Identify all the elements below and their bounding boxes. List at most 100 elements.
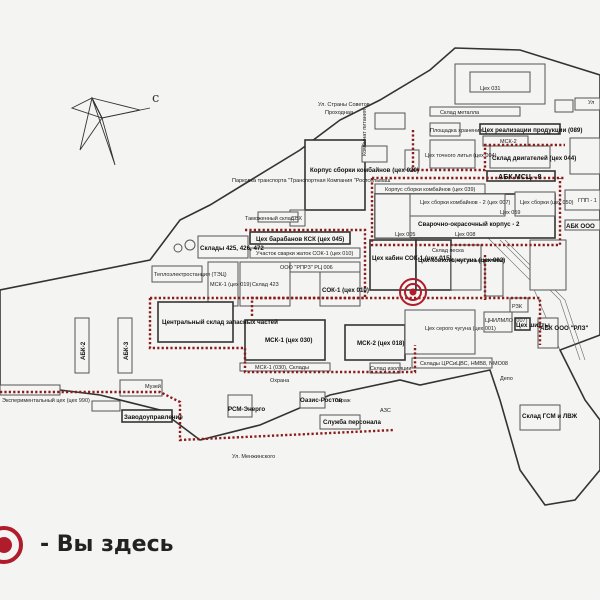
building-abk3 xyxy=(117,317,133,374)
building-tamozh xyxy=(257,211,299,223)
label-ceh005: Цех 005 xyxy=(395,232,415,238)
building-msk1-030 xyxy=(244,319,326,361)
building-uchastok xyxy=(249,247,361,259)
route-north xyxy=(411,130,565,172)
label-rzk: РЗК xyxy=(512,304,523,310)
label-sok1: СОК-1 (цех 010) xyxy=(322,287,369,294)
label-msk2-top: МСК-2 xyxy=(500,139,517,145)
building-abk-ooo xyxy=(564,219,600,231)
label-sklad-iso: Склад изоляции xyxy=(370,366,411,372)
label-gpp: ГПП - 1 xyxy=(578,198,597,204)
label-ceh-kabin: Цех кабин СОК-1 (цех 015) xyxy=(372,255,452,262)
route-far-west xyxy=(0,390,396,442)
label-garazh: Гараж xyxy=(335,398,351,404)
label-uchastok: Участок сварки жаток СОК-1 (цех 010) xyxy=(256,251,353,257)
label-teplo: Теплоэлектростанция (ТЭЦ) xyxy=(154,272,227,278)
label-korpus-sborki: Корпус сборки комбайнов (цех 020) xyxy=(310,167,419,174)
building-rzk xyxy=(509,297,529,313)
label-msk1-019: МСК-1 (цех 019) xyxy=(210,282,251,288)
label-sluzhba: Служба персонала xyxy=(323,419,381,426)
label-abk-rlz: АБК ООО "РЛЗ" xyxy=(540,325,588,332)
label-msk2-018: МСК-2 (цех 018) xyxy=(357,340,404,347)
label-proh: Проходная xyxy=(325,110,353,116)
label-ceh-serogo: Цех серого чугуна (цех 001) xyxy=(425,326,496,332)
label-rpz: ООО "РПРЗ" РЦ 006 xyxy=(280,265,333,271)
building-korpus-sborki xyxy=(304,139,366,211)
label-abk-ooo: АБК ООО xyxy=(566,223,595,230)
building-ceh-serogo xyxy=(404,309,476,355)
label-depo: Депо xyxy=(500,376,513,382)
street-south: Ул. Менжинского xyxy=(232,454,275,460)
legend-marker xyxy=(0,526,23,564)
label-msk1-sklad: МСК-1 (030), Склады xyxy=(255,365,309,371)
label-rsm-energo: РСМ-Энерго xyxy=(228,406,265,413)
label-sklad423: Склад 423 xyxy=(252,282,279,288)
label-azs: АЗС xyxy=(380,408,391,414)
label-ceh-sborki-007: Цех сборки комбайнов - 2 (цех 007) xyxy=(420,199,511,206)
building-rsm-energo xyxy=(227,394,253,418)
route-south xyxy=(148,298,417,374)
label-abk3: АБК-3 xyxy=(123,341,130,360)
building-central-sklad xyxy=(157,301,234,343)
label-sklad-dvig: Склад двигателей (цех 044) xyxy=(492,155,576,162)
building-msk2-018 xyxy=(344,324,406,361)
building-oazis xyxy=(299,391,326,409)
street-north: Ул. Страны Советов xyxy=(318,102,370,108)
street-east: Ул xyxy=(588,100,594,106)
label-ceh-barabanov: Цех барабанов КСК (цех 045) xyxy=(256,236,344,243)
building-sok1 xyxy=(319,271,361,307)
building-abk-msc8 xyxy=(486,170,556,182)
building-zavodoupravlenie xyxy=(121,409,173,423)
label-ceh-sborki-050: Цех сборки (цех 050) xyxy=(520,200,574,206)
label-central-sklad: Центральный склад запасных частей xyxy=(162,319,278,326)
label-ceh059: Цех 059 xyxy=(500,210,520,216)
label-sklady-tsp: Склады ЦРСиЦВС, НМВ8, NMO08 xyxy=(420,361,508,367)
building-abk2 xyxy=(74,317,90,374)
label-realizaciya: Цех реализации продукции (089) xyxy=(482,127,582,134)
label-ohrana: Охрана xyxy=(270,378,290,384)
building-ceh-stalnogo xyxy=(450,244,482,291)
route-west xyxy=(245,228,367,318)
label-sklad-metalla: Склад металла xyxy=(440,110,480,116)
label-sklady: Склады 425, 426, 472 xyxy=(200,245,264,252)
label-zavodoupravlenie: Заводоуправление xyxy=(124,414,183,421)
label-tamozh: Таможенный склад xyxy=(245,215,295,222)
building-sklad-metalla xyxy=(429,106,521,117)
building-sluzhba xyxy=(319,414,361,430)
you-are-here-marker xyxy=(399,278,427,306)
building-teplo xyxy=(151,265,203,283)
label-svh: СВХ xyxy=(291,216,302,222)
label-ceh008: Цех 008 xyxy=(455,232,475,238)
building-realizaciya xyxy=(479,123,561,135)
building-ceh-kabin xyxy=(369,239,417,291)
label-oazis: Оазис-Ростов xyxy=(300,397,343,404)
label-parkovka: Парковка транспорта "Транспортная Компан… xyxy=(232,178,392,184)
label-abk-msc8: АБК МСЦ - 8 xyxy=(498,172,542,181)
label-sklad-pesok: Склад песка xyxy=(432,248,465,254)
label-sklad-gsm: Склад ГСМ и ЛВЖ xyxy=(522,413,577,420)
label-eksperimentalny: Экспериментальный цех (цех 990) xyxy=(2,397,90,404)
label-cnilmlo: ЦНИЛМЛО (007) xyxy=(485,318,528,324)
label-kombinat: Комбинат питания xyxy=(362,109,368,156)
label-svarochno: Сварочно-окрасочный корпус - 2 xyxy=(418,221,520,228)
label-abk2: АБК-2 xyxy=(80,341,87,360)
label-ceh031: Цех 031 xyxy=(480,86,500,92)
legend-text: - Вы здесь xyxy=(40,532,174,557)
svg-text:с: с xyxy=(152,91,159,106)
building-abk-rlz xyxy=(537,317,559,349)
building-ceh-barabanov xyxy=(249,231,351,245)
site-boundary xyxy=(0,47,600,506)
label-muzei: Музей xyxy=(145,383,161,390)
label-ceh-kovkogo: Цех ковкого чугуна (цех 002) xyxy=(418,257,505,264)
building-ceh-shikhty xyxy=(514,317,531,331)
building-gpp xyxy=(564,189,600,211)
building-sklady-tsp xyxy=(411,357,493,369)
label-korpus-039: Корпус сборки комбайнов (цех 039) xyxy=(385,186,476,193)
building-sklad-gsm xyxy=(519,404,561,431)
building-sklady xyxy=(197,235,249,259)
label-ceh-shikhty: Цех шихты xyxy=(516,322,550,329)
label-ceh-tochnogo: Цех точного литья (цех 004) xyxy=(425,153,497,159)
compass-icon: с xyxy=(70,91,159,166)
